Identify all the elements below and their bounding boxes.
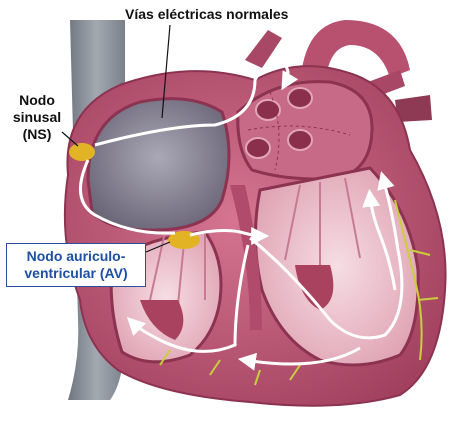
pulmonary-vein-opening [288,130,312,150]
label-av-node: Nodo auriculo- ventricular (AV) [6,243,146,287]
label-sinus-node-line: (NS) [6,126,68,143]
pulmonary-vein-opening [246,138,270,158]
pulmonary-vein-opening [256,100,280,120]
pulmonary-vein-opening [288,88,312,108]
label-normal-pathways: Vías eléctricas normales [125,6,288,23]
label-av-node-line: ventricular (AV) [7,265,145,282]
right-atrium [88,99,229,231]
label-sinus-node: Nodo sinusal (NS) [6,92,68,143]
sinus-node [69,143,95,161]
label-sinus-node-line: Nodo [6,92,68,109]
label-av-node-line: Nodo auriculo- [7,248,145,265]
label-sinus-node-line: sinusal [6,109,68,126]
